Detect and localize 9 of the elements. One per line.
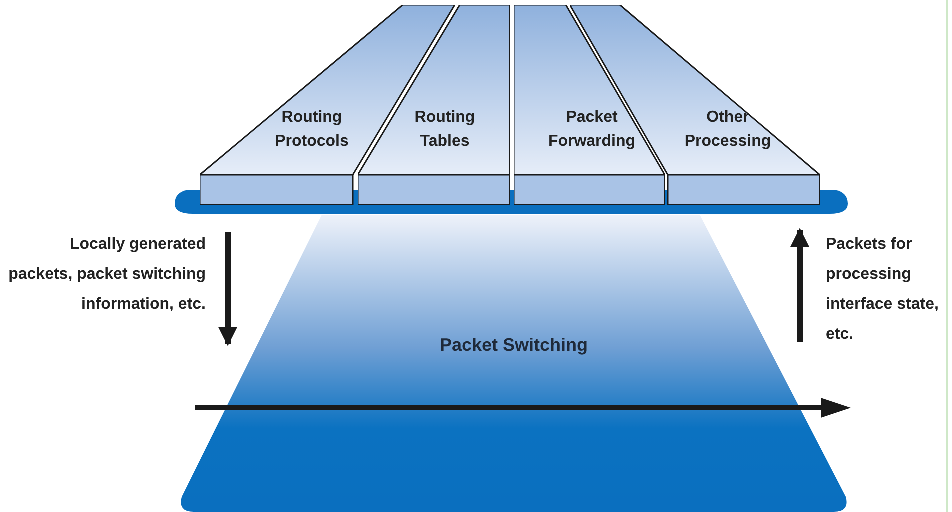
module-label: Packet Forwarding — [547, 108, 637, 152]
module-label: Routing Protocols — [274, 108, 350, 152]
flow-arrow — [790, 228, 810, 342]
module-label: Other Processing — [684, 108, 772, 152]
flow-arrow — [218, 232, 238, 346]
flow-description: Packets for processing interface state, etc. — [826, 235, 940, 345]
module-label: Routing Tables — [414, 108, 476, 152]
layer-label: Packet Switching — [438, 334, 590, 357]
flow-description: Locally generated packets, packet switching information, etc. — [8, 235, 206, 315]
